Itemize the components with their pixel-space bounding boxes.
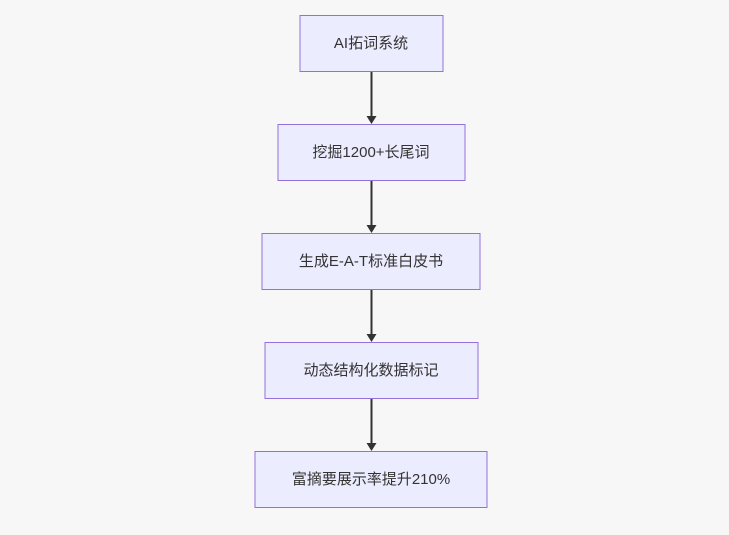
flow-arrow	[366, 72, 376, 124]
arrowhead-down-icon	[366, 443, 376, 451]
arrow-line	[370, 72, 372, 116]
flow-node-structured-data-markup: 动态结构化数据标记	[264, 342, 478, 399]
arrow-line	[370, 290, 372, 334]
flow-node-eat-whitepaper: 生成E-A-T标准白皮书	[261, 233, 481, 290]
flow-node-longtail-mining: 挖掘1200+长尾词	[277, 124, 465, 181]
flow-arrow	[366, 181, 376, 233]
flow-node-label: 生成E-A-T标准白皮书	[298, 253, 444, 270]
flow-node-label: 富摘要展示率提升210%	[291, 471, 451, 488]
flow-node-label: AI拓词系统	[333, 35, 409, 52]
arrowhead-down-icon	[366, 334, 376, 342]
arrow-line	[370, 181, 372, 225]
flow-node-rich-snippet-result: 富摘要展示率提升210%	[254, 451, 488, 508]
flow-node-label: 挖掘1200+长尾词	[312, 144, 430, 161]
arrowhead-down-icon	[366, 225, 376, 233]
arrow-line	[370, 399, 372, 443]
flowchart: AI拓词系统 挖掘1200+长尾词 生成E-A-T标准白皮书 动态结构化数据标记	[254, 15, 488, 508]
flow-arrow	[366, 290, 376, 342]
flow-arrow	[366, 399, 376, 451]
flow-node-ai-keyword-system: AI拓词系统	[299, 15, 443, 72]
arrowhead-down-icon	[366, 116, 376, 124]
flow-node-label: 动态结构化数据标记	[303, 362, 439, 379]
